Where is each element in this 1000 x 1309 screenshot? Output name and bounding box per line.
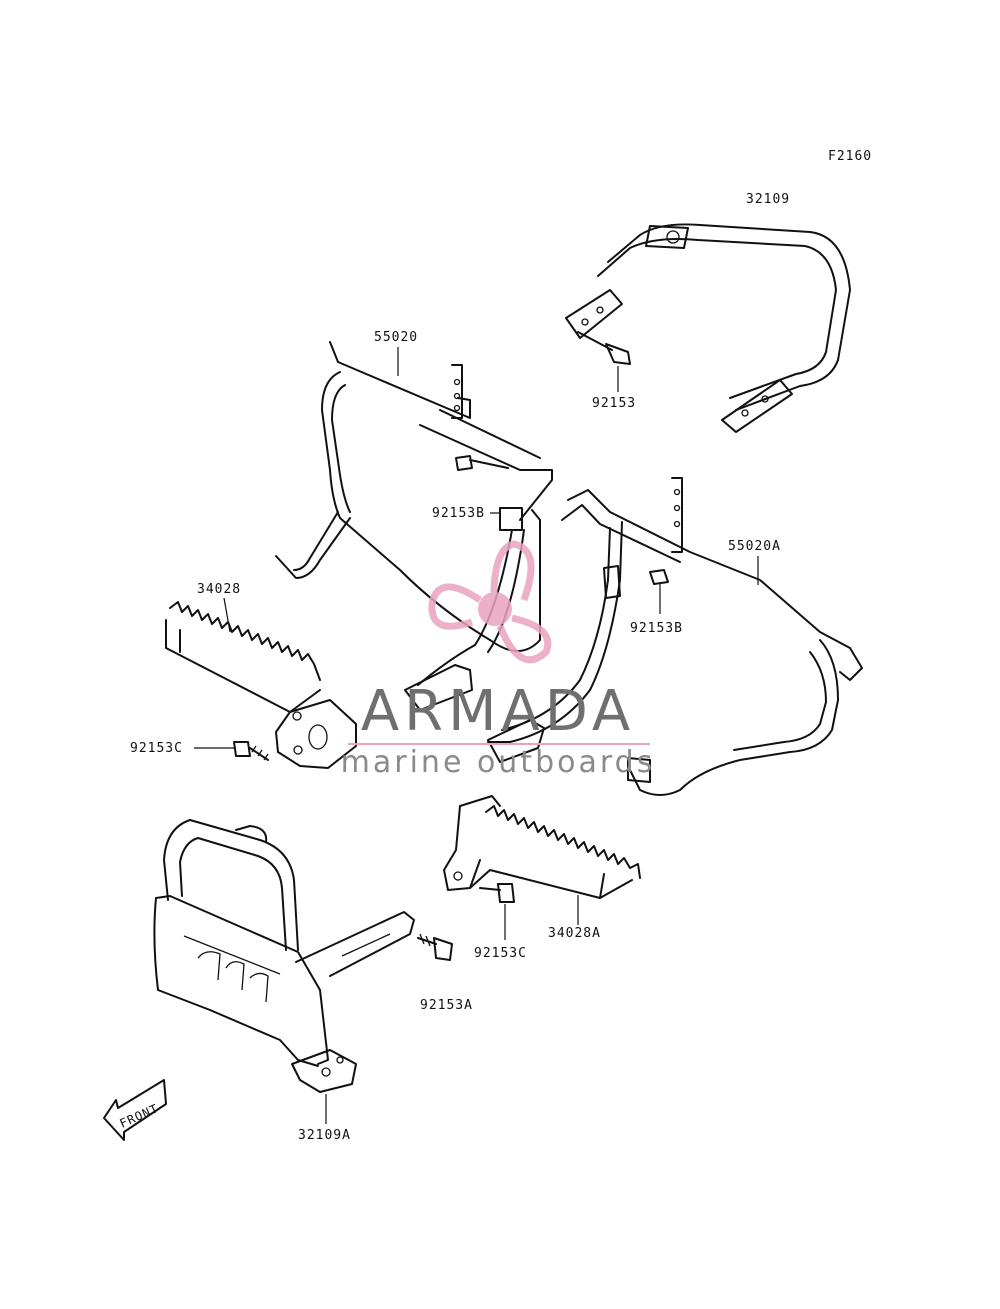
label-92153: 92153 bbox=[592, 396, 636, 411]
label-55020A: 55020A bbox=[728, 539, 781, 554]
bolt-92153B-lower bbox=[649, 569, 669, 614]
label-92153B-upper: 92153B bbox=[432, 506, 485, 521]
part-32109A-front-guard bbox=[153, 819, 415, 1093]
watermark-brand: ARMADA bbox=[361, 679, 635, 744]
label-92153C-right: 92153C bbox=[474, 946, 527, 961]
part-55020-left-bracket bbox=[275, 341, 553, 711]
label-34028A: 34028A bbox=[548, 926, 601, 941]
figure-code: F2160 bbox=[828, 149, 872, 164]
armada-watermark: ARMADA marine outboards bbox=[341, 540, 656, 780]
front-label: FRONT bbox=[118, 1101, 161, 1131]
part-55020A-right-bracket bbox=[487, 477, 863, 796]
bolt-92153A bbox=[417, 933, 453, 961]
watermark-tagline: marine outboards bbox=[341, 745, 656, 780]
bolt-92153B-upper bbox=[455, 455, 509, 471]
label-92153B-lower: 92153B bbox=[630, 621, 683, 636]
label-32109: 32109 bbox=[746, 192, 790, 207]
label-55020: 55020 bbox=[374, 330, 418, 345]
propeller-logo-icon bbox=[428, 540, 552, 664]
label-92153A: 92153A bbox=[420, 998, 473, 1013]
front-direction-arrow: FRONT bbox=[103, 1079, 167, 1141]
part-34028-left-footpeg bbox=[165, 601, 357, 769]
label-92153C-left: 92153C bbox=[130, 741, 183, 756]
part-34028A-right-footpeg bbox=[443, 795, 641, 899]
bolt-92153C-left bbox=[194, 741, 269, 761]
bolt-92153 bbox=[577, 331, 631, 392]
label-34028: 34028 bbox=[197, 582, 241, 597]
label-32109A: 32109A bbox=[298, 1128, 351, 1143]
part-32109-rear-guard bbox=[565, 223, 851, 433]
bolt-92153C-right bbox=[479, 883, 515, 940]
